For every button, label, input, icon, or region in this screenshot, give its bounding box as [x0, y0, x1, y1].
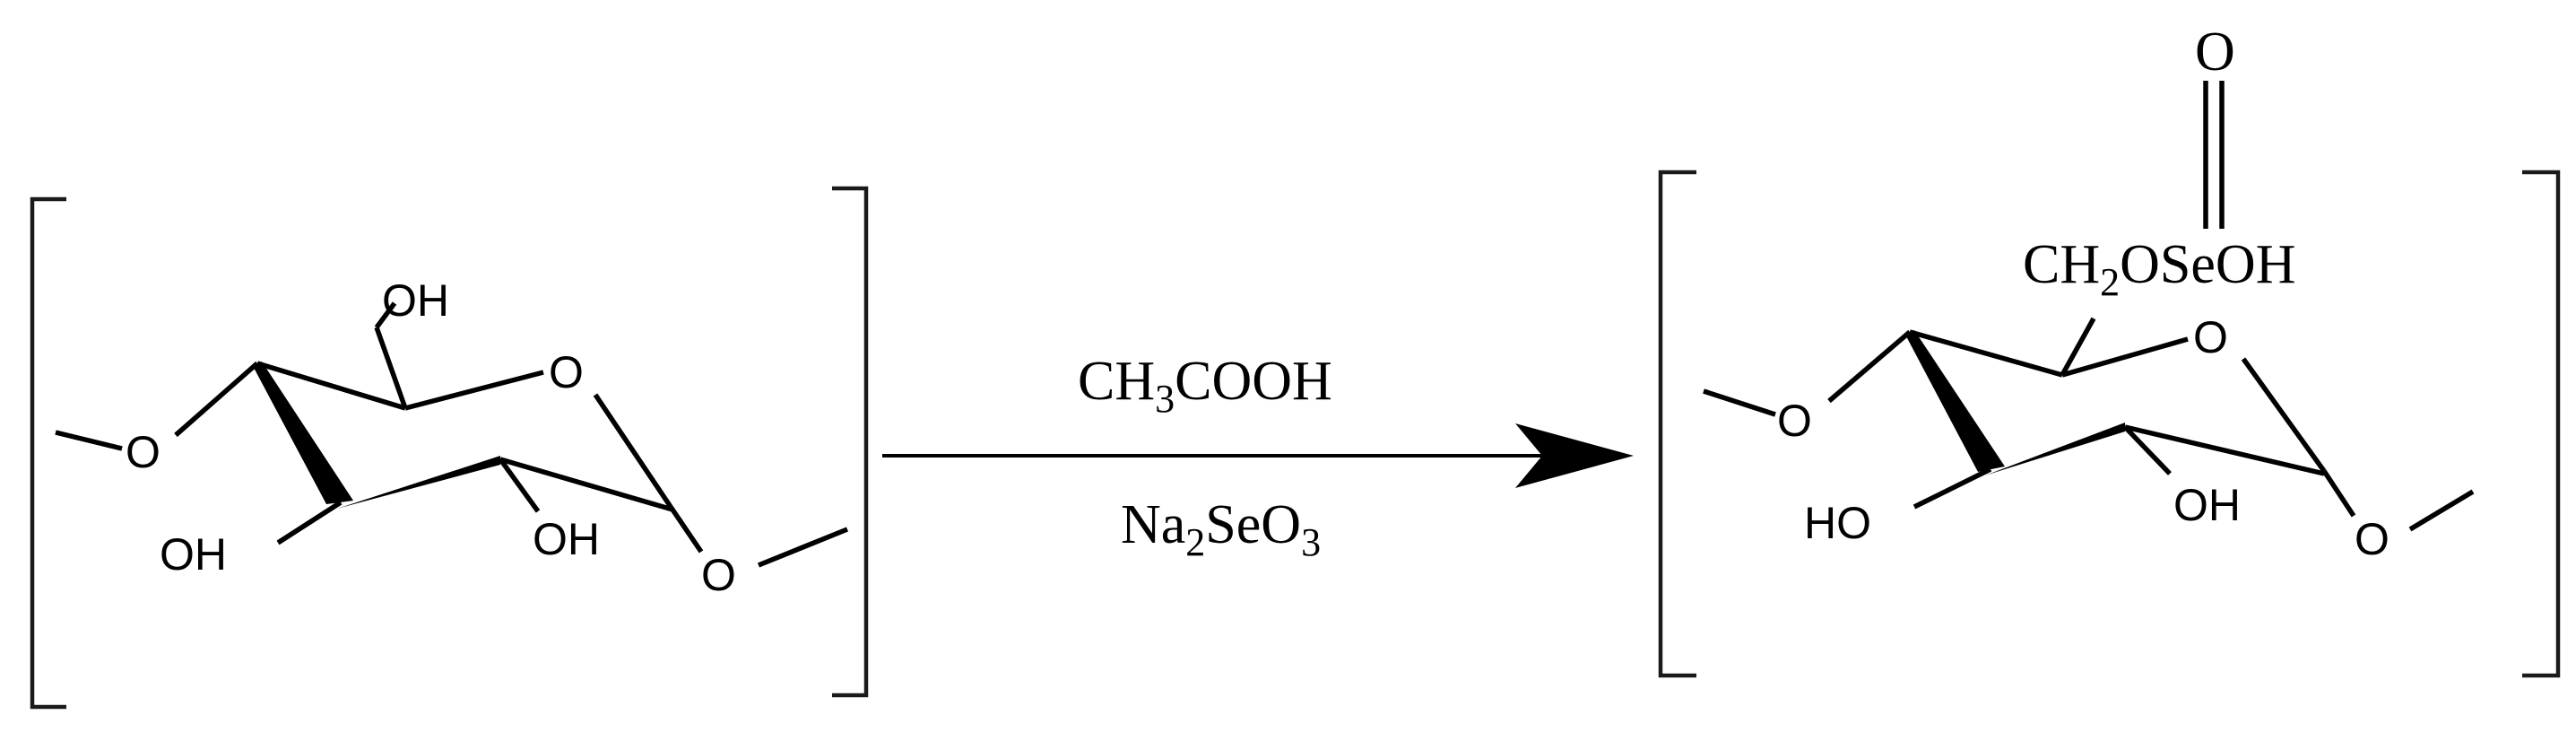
product-c3-hydroxyl-label: HO: [1804, 498, 1871, 548]
reactant-left-oxygen-label: O: [126, 427, 160, 477]
arrow-head: [1515, 423, 1634, 488]
reactant-right-bracket: [832, 186, 869, 698]
product-selenite-substituent: CH2OSeOH: [2023, 234, 2295, 304]
product-left-bracket: [1658, 170, 1696, 678]
reactant-structure: OH O O OH OH O: [30, 186, 869, 710]
product-ring-oxygen-label: O: [2193, 312, 2228, 362]
reagent-acetic-acid: CH3COOH: [1078, 351, 1332, 421]
product-bonds: [1703, 81, 2475, 532]
product-structure: O CH2OSeOH O O HO OH O: [1658, 22, 2561, 678]
product-right-bracket: [2522, 170, 2561, 678]
product-left-oxygen-label: O: [1777, 396, 1812, 446]
reaction-arrow: [882, 423, 1634, 488]
product-c2-hydroxyl-label: OH: [2173, 480, 2241, 530]
product-wedges: [1905, 330, 2125, 475]
reactant-c2-hydroxyl-label: OH: [533, 514, 600, 564]
reactant-ch2-oh-label: OH: [382, 275, 449, 326]
product-carbonyl-oxygen-label: O: [2195, 22, 2235, 83]
reactant-bonds: [55, 301, 849, 568]
reactant-right-oxygen-label: O: [701, 550, 736, 600]
product-right-oxygen-label: O: [2355, 514, 2390, 564]
reactant-left-bracket: [30, 196, 66, 710]
reagent-sodium-selenite: Na2SeO3: [1121, 494, 1321, 564]
reactant-ring-oxygen-label: O: [549, 347, 584, 397]
reactant-c3-hydroxyl-label: OH: [160, 529, 227, 580]
reactant-wedges: [253, 362, 500, 509]
